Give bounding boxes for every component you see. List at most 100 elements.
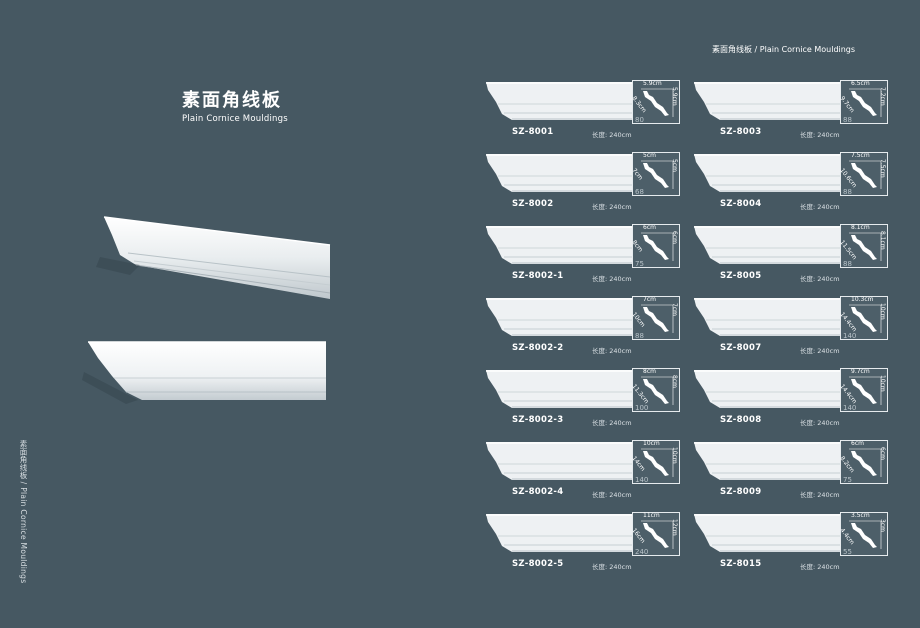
moulding-photo (486, 370, 634, 408)
dim-height: 8cm (671, 375, 678, 388)
dim-code: 68 (635, 188, 644, 196)
cross-section-icon (641, 376, 674, 405)
product-code: SZ-8002-2 (512, 343, 564, 353)
dim-code: 88 (843, 116, 852, 124)
moulding-photo (694, 442, 842, 480)
cross-section-icon (641, 448, 674, 477)
product-length: 长度: 240cm (592, 131, 632, 139)
profile-spec-box: 5cm 5cm 7cm 68 (630, 152, 680, 196)
moulding-photo (694, 514, 842, 552)
profile-spec-box: 6cm 6cm 8cm 75 (630, 224, 680, 268)
cross-section-icon (849, 304, 882, 333)
profile-spec-box: 8cm 8cm 11.3cm 100 (630, 368, 680, 412)
profile-spec-box: 6cm 6cm 8.2cm 75 (838, 440, 888, 484)
product-item-sz-8008: 9.7cm 10cm 14.4cm 140 SZ-8008 长度: 240cm (692, 368, 892, 440)
product-code: SZ-8002-4 (512, 487, 564, 497)
product-code: SZ-8002-1 (512, 271, 564, 281)
product-code: SZ-8002 (512, 199, 554, 209)
moulding-photo (694, 154, 842, 192)
dim-height: 5.9cm (671, 87, 678, 106)
cross-section-icon (849, 160, 882, 189)
dim-code: 240 (635, 548, 649, 556)
product-length: 长度: 240cm (592, 203, 632, 211)
dim-height: 10cm (671, 447, 678, 464)
product-item-sz-8002-5: 11cm 12cm 16cm 240 SZ-8002-5 长度: 240cm (484, 512, 684, 584)
product-item-sz-8007: 10.3cm 10cm 14.4cm 140 SZ-8007 长度: 240cm (692, 296, 892, 368)
moulding-photo (486, 442, 634, 480)
dim-width: 6cm (851, 440, 864, 447)
dim-height: 7.2cm (879, 87, 886, 106)
profile-spec-box: 9.7cm 10cm 14.4cm 140 (838, 368, 888, 412)
right-page-header: 素面角线板 / Plain Cornice Mouldings (712, 45, 856, 54)
dim-width: 5.9cm (643, 80, 662, 87)
product-item-sz-8002-4: 10cm 10cm 14cm 140 SZ-8002-4 长度: 240cm (484, 440, 684, 512)
product-item-sz-8002-1: 6cm 6cm 8cm 75 SZ-8002-1 长度: 240cm (484, 224, 684, 296)
dim-code: 55 (843, 548, 852, 556)
cross-section-icon (641, 232, 674, 261)
product-length: 长度: 240cm (592, 491, 632, 499)
dim-width: 6.5cm (851, 80, 870, 87)
dim-width: 11cm (643, 512, 660, 519)
dim-height: 10cm (879, 303, 886, 320)
profile-spec-box: 7cm 7cm 10cm 88 (630, 296, 680, 340)
product-code: SZ-8002-5 (512, 559, 564, 569)
product-item-sz-8003: 6.5cm 7.2cm 9.7cm 88 SZ-8003 长度: 240cm (692, 80, 892, 152)
cross-section-icon (641, 304, 674, 333)
profile-spec-box: 10cm 10cm 14cm 140 (630, 440, 680, 484)
cross-section-icon (849, 232, 882, 261)
product-length: 长度: 240cm (592, 347, 632, 355)
profile-spec-box: 5.9cm 5.9cm 8.3cm 80 (630, 80, 680, 124)
product-length: 长度: 240cm (800, 419, 840, 427)
product-item-sz-8009: 6cm 6cm 8.2cm 75 SZ-8009 长度: 240cm (692, 440, 892, 512)
dim-height: 6cm (879, 447, 886, 460)
page-title-cn: 素面角线板 (182, 90, 282, 111)
dim-width: 7cm (643, 296, 656, 303)
product-code: SZ-8005 (720, 271, 762, 281)
dim-height: 10cm (879, 375, 886, 392)
product-code: SZ-8015 (720, 559, 762, 569)
product-length: 长度: 240cm (800, 131, 840, 139)
dim-height: 12cm (671, 519, 678, 536)
product-length: 长度: 240cm (800, 347, 840, 355)
dim-code: 75 (843, 476, 852, 484)
product-code: SZ-8007 (720, 343, 762, 353)
product-length: 长度: 240cm (800, 563, 840, 571)
vertical-caption: 素面角线板 / Plain Cornice Mouldings (19, 440, 28, 584)
dim-height: 5cm (671, 159, 678, 172)
dim-code: 80 (635, 116, 644, 124)
dim-width: 9.7cm (851, 368, 870, 375)
cross-section-icon (849, 376, 882, 405)
dim-width: 8.1cm (851, 224, 870, 231)
product-code: SZ-8008 (720, 415, 762, 425)
moulding-photo (486, 154, 634, 192)
cross-section-icon (641, 520, 674, 549)
dim-height: 7.5cm (879, 159, 886, 178)
dim-code: 75 (635, 260, 644, 268)
dim-code: 88 (843, 188, 852, 196)
dim-width: 5cm (643, 152, 656, 159)
moulding-photo (694, 226, 842, 264)
product-code: SZ-8009 (720, 487, 762, 497)
dim-code: 140 (843, 332, 857, 340)
product-code: SZ-8002-3 (512, 415, 564, 425)
moulding-photo (486, 298, 634, 336)
dim-code: 140 (843, 404, 857, 412)
product-item-sz-8002: 5cm 5cm 7cm 68 SZ-8002 长度: 240cm (484, 152, 684, 224)
dim-height: 6cm (671, 231, 678, 244)
cross-section-icon (849, 520, 882, 549)
product-item-sz-8015: 3.5cm 3cm 4.4cm 55 SZ-8015 长度: 240cm (692, 512, 892, 584)
dim-width: 8cm (643, 368, 656, 375)
product-length: 长度: 240cm (800, 275, 840, 283)
profile-spec-box: 3.5cm 3cm 4.4cm 55 (838, 512, 888, 556)
hero-moulding-bottom (82, 341, 326, 404)
moulding-photo (694, 370, 842, 408)
product-length: 长度: 240cm (592, 563, 632, 571)
dim-code: 100 (635, 404, 649, 412)
product-item-sz-8002-3: 8cm 8cm 11.3cm 100 SZ-8002-3 长度: 240cm (484, 368, 684, 440)
moulding-photo (486, 226, 634, 264)
hero-moulding-top (96, 216, 331, 299)
product-code: SZ-8004 (720, 199, 762, 209)
dim-height: 7cm (671, 303, 678, 316)
product-code: SZ-8001 (512, 127, 554, 137)
cross-section-icon (849, 88, 882, 117)
